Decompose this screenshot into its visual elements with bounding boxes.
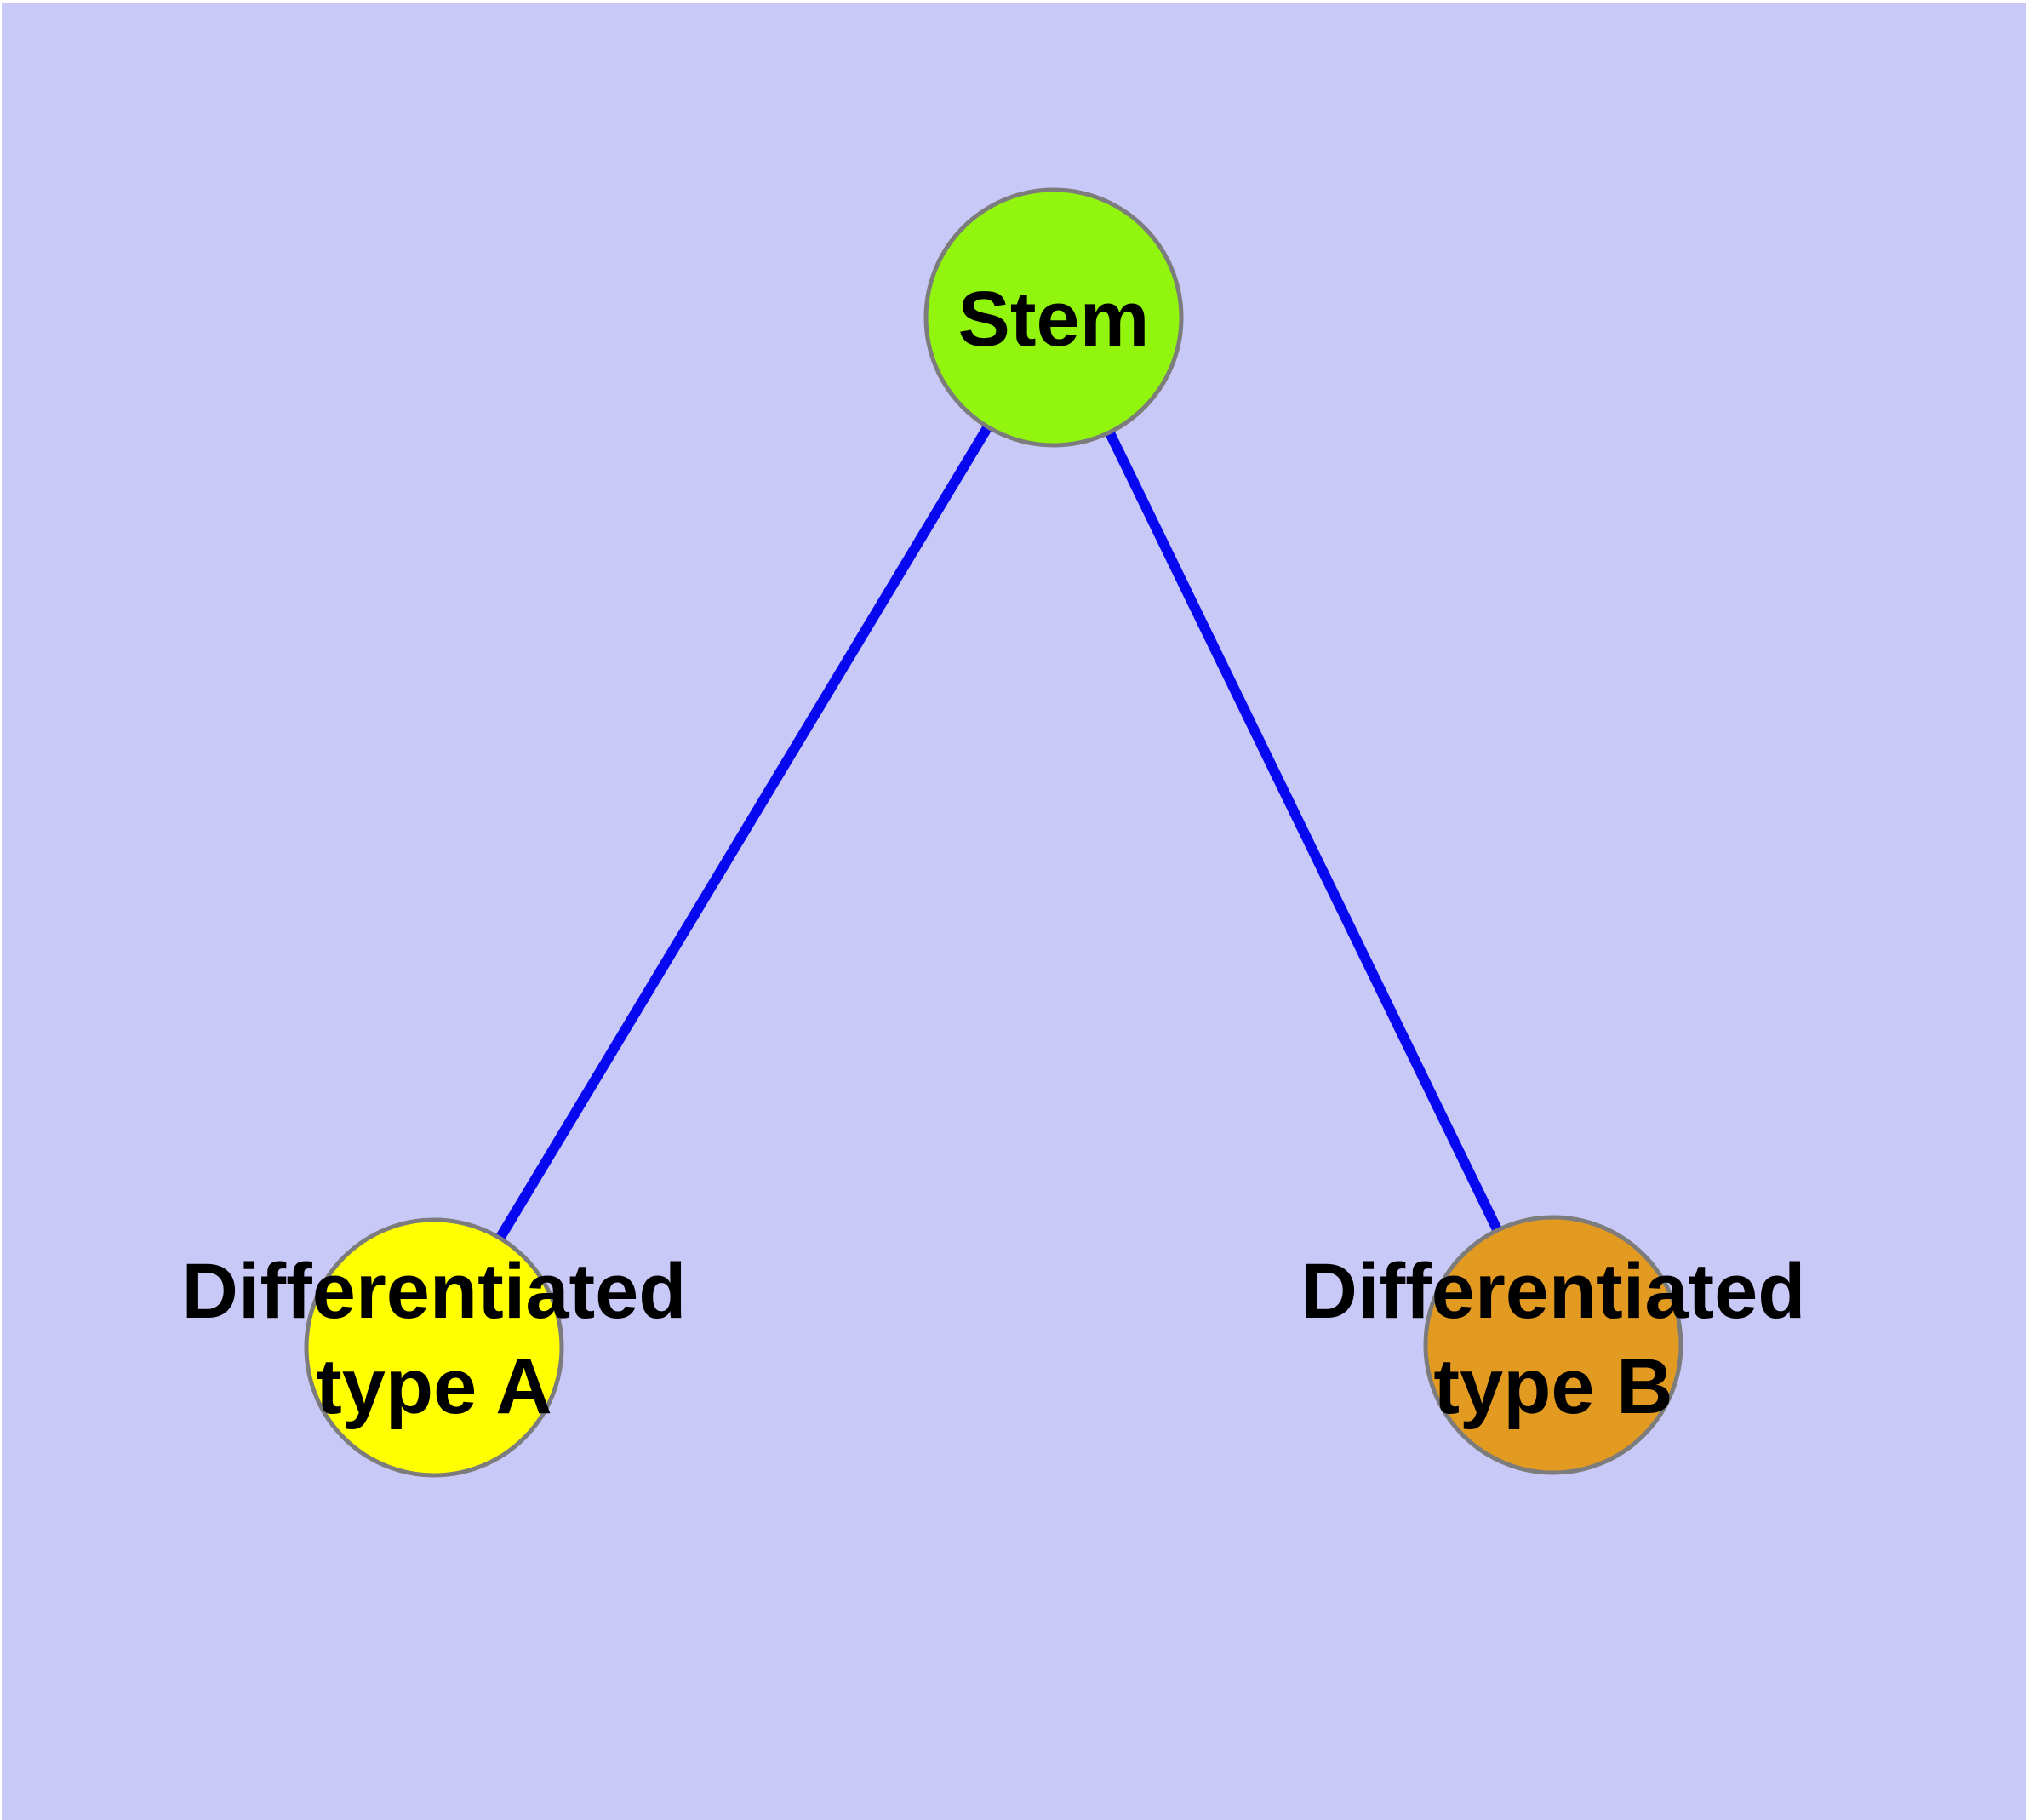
node-type-a-circle: [304, 1217, 564, 1478]
node-type-a-label-line1: Differentiated: [182, 1248, 687, 1335]
edge-stem-to-type-b: [1049, 315, 1558, 1348]
node-type-a-label-line2: type A: [316, 1343, 552, 1430]
node-stem-label: Stem: [958, 276, 1150, 363]
node-stem-circle: [923, 187, 1184, 448]
edge-stem-to-type-a: [429, 314, 1059, 1351]
node-type-b-label-line2: type B: [1433, 1343, 1672, 1430]
node-type-b-label-line1: Differentiated: [1301, 1248, 1806, 1335]
node-type-b-circle: [1423, 1215, 1683, 1475]
